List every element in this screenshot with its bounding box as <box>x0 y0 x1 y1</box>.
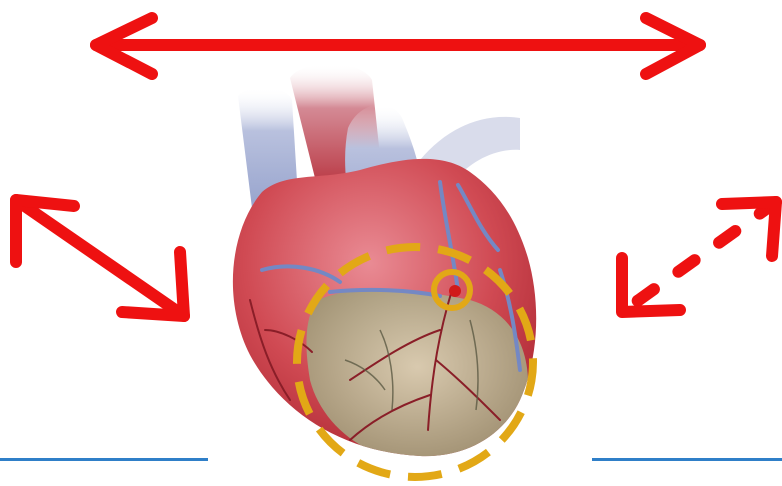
double-arrow-icon <box>16 200 184 316</box>
baseline-left <box>0 458 208 461</box>
occlusion-dot <box>449 285 461 297</box>
dashed-arrow-icon <box>622 202 776 312</box>
double-arrow-icon <box>96 18 700 74</box>
baseline-right <box>592 458 782 461</box>
heart <box>233 159 536 462</box>
